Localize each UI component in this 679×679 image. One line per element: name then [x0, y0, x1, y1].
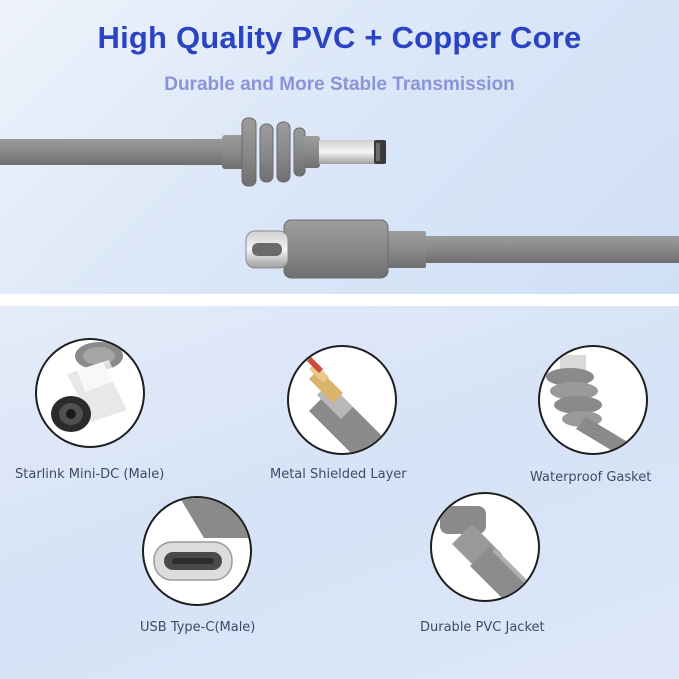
feature-label-mini-dc: Starlink Mini-DC (Male) [15, 467, 165, 482]
feature-label-gasket: Waterproof Gasket [530, 470, 652, 485]
gasket-ribs [241, 117, 306, 187]
feature-label-pvc: Durable PVC Jacket [420, 620, 545, 635]
page-title: High Quality PVC + Copper Core [97, 20, 582, 55]
hero-panel: High Quality PVC + Copper Core Durable a… [0, 0, 679, 294]
shielded-wire-icon [287, 345, 397, 455]
usb-c-connector-icon [142, 496, 252, 606]
feature-label-shielded: Metal Shielded Layer [270, 467, 407, 482]
gasket-icon [538, 345, 648, 455]
section-divider [0, 294, 679, 306]
page-subtitle: Durable and More Stable Transmission [164, 74, 515, 95]
cable-hero-illustration [0, 117, 679, 279]
usb-c-body [283, 219, 389, 279]
pvc-jacket-icon [430, 492, 540, 602]
mini-dc-barrel [319, 140, 377, 164]
upper-cable [0, 139, 228, 165]
lower-cable [418, 236, 679, 263]
mini-dc-connector-icon [35, 338, 145, 448]
feature-label-usb-c: USB Type-C(Male) [140, 620, 256, 635]
